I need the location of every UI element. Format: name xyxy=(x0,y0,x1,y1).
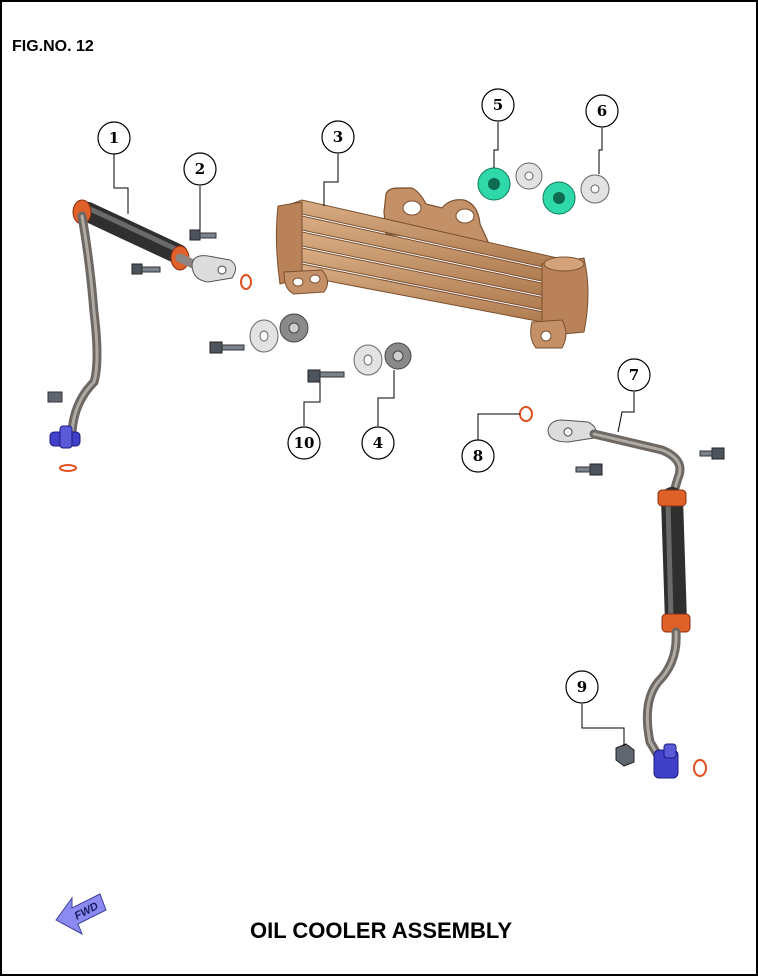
oil-hose-left xyxy=(47,199,236,472)
callout-label: 1 xyxy=(109,129,119,147)
callout-10: 10 xyxy=(287,426,321,460)
grommet xyxy=(542,181,576,215)
callout-7: 7 xyxy=(617,358,651,392)
callout-6: 6 xyxy=(585,94,619,128)
callout-label: 10 xyxy=(294,434,315,452)
bolt xyxy=(131,263,161,275)
callout-2: 2 xyxy=(183,152,217,186)
washer-light xyxy=(515,162,543,190)
banjo-fitting xyxy=(49,425,81,449)
hose-clamp xyxy=(657,489,687,507)
bolt xyxy=(209,341,245,354)
callout-9: 9 xyxy=(565,670,599,704)
o-ring xyxy=(59,464,77,472)
bolt xyxy=(575,463,603,476)
page-title: OIL COOLER ASSEMBLY xyxy=(249,918,512,943)
o-ring xyxy=(693,759,707,777)
pipe-flange xyxy=(191,255,236,283)
callout-5: 5 xyxy=(481,88,515,122)
callout-label: 5 xyxy=(493,96,503,114)
banjo-fitting xyxy=(653,743,679,779)
callout-8: 8 xyxy=(461,439,495,473)
oil-cooler xyxy=(275,187,589,349)
callout-label: 9 xyxy=(577,678,587,696)
washer-dark xyxy=(279,313,309,343)
callout-label: 6 xyxy=(597,102,607,120)
callout-label: 4 xyxy=(373,434,383,452)
grommet-5 xyxy=(477,167,511,201)
bolt xyxy=(47,391,63,403)
callout-3: 3 xyxy=(321,120,355,154)
leader-lines xyxy=(113,122,635,746)
oil-hose-right xyxy=(547,419,707,779)
washer-light xyxy=(249,319,279,353)
callout-label: 8 xyxy=(473,447,483,465)
callout-label: 7 xyxy=(629,366,639,384)
washer-light xyxy=(353,344,383,376)
bolt-10 xyxy=(307,369,345,383)
washer-light-6 xyxy=(580,174,610,204)
figure-number: FIG.NO. 12 xyxy=(12,38,94,55)
o-ring xyxy=(240,274,252,290)
pipe-flange xyxy=(547,419,597,443)
washer-dark-4 xyxy=(384,342,412,370)
bolt-2 xyxy=(189,229,217,241)
bolt xyxy=(699,447,725,460)
callout-label: 3 xyxy=(333,128,343,146)
callout-label: 2 xyxy=(195,160,205,178)
nut-9 xyxy=(615,743,635,767)
callout-1: 1 xyxy=(97,121,131,155)
o-ring-8 xyxy=(519,406,533,422)
callout-4: 4 xyxy=(361,426,395,460)
